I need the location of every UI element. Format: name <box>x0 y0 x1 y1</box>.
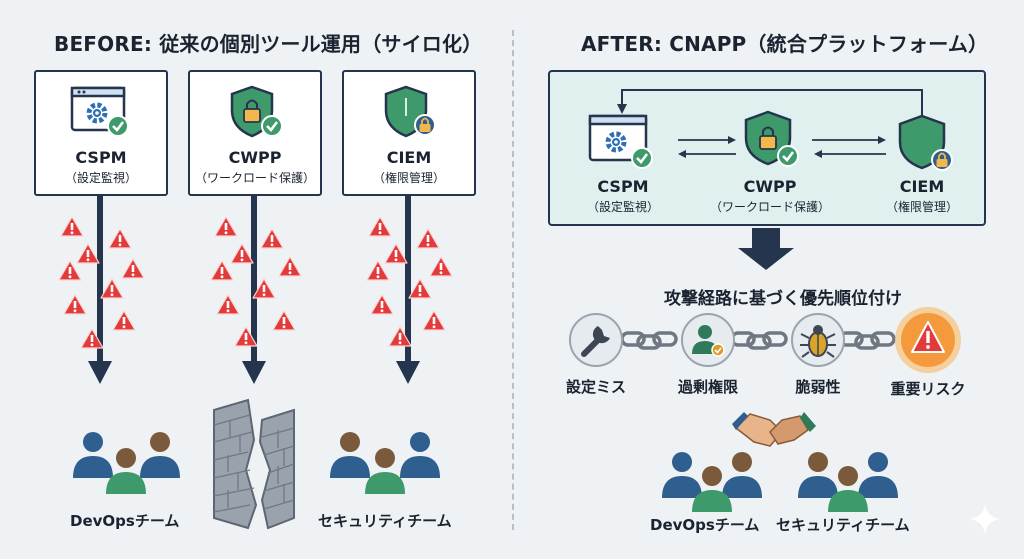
section-divider <box>512 30 514 530</box>
down-arrow <box>738 228 794 270</box>
security-team-icon <box>798 452 898 512</box>
before-tool-name: CSPM <box>75 148 127 167</box>
user-check-icon <box>681 313 735 367</box>
shield-lock-icon <box>384 85 436 138</box>
chain-label-vulnerability: 脆弱性 <box>795 378 841 396</box>
before-title: BEFORE: 従来の個別ツール運用（サイロ化） <box>54 32 483 56</box>
before-tool-card-cspm: CSPM （設定監視） <box>34 70 168 196</box>
after-title: AFTER: CNAPP（統合プラットフォーム） <box>581 32 989 56</box>
warning-icon <box>272 310 296 331</box>
chain-link <box>620 331 896 350</box>
platform-tool-sub: （設定監視） <box>586 200 659 214</box>
platform-tool-sub: （ワークロード保護） <box>709 200 830 214</box>
warning-icon <box>58 260 82 281</box>
warning-icon <box>429 256 453 277</box>
sparkle-icon <box>970 504 1000 534</box>
cnapp-platform-box: CSPM （設定監視） CWPP （ワークロード保護） CIEM （権限管理） <box>548 70 986 226</box>
platform-tool-ciem: CIEM （権限管理） <box>847 177 997 215</box>
warning-icon <box>260 228 284 249</box>
before-devops-label: DevOpsチーム <box>70 512 180 530</box>
security-team-icon <box>330 432 440 494</box>
shield-lock-check-icon <box>744 110 799 167</box>
down-arrow <box>396 196 420 384</box>
handshake-icon <box>732 412 816 447</box>
gear-check-icon <box>588 114 653 169</box>
priority-label: 攻撃経路に基づく優先順位付け <box>664 289 902 309</box>
warning-icon <box>416 228 440 249</box>
platform-tool-cspm: CSPM （設定監視） <box>548 177 698 215</box>
before-tool-sub: （ワークロード保護） <box>194 171 315 185</box>
silo-arrows-layer <box>58 196 453 530</box>
warning-icon <box>408 278 432 299</box>
before-tool-sub: （設定監視） <box>64 171 137 185</box>
devops-team-icon <box>662 452 762 512</box>
warning-icon <box>100 278 124 299</box>
before-tool-name: CIEM <box>386 148 432 167</box>
after-security-label: セキュリティチーム <box>776 516 910 534</box>
warning-icon <box>366 260 390 281</box>
gear-check-icon <box>70 86 129 137</box>
chain-label-misconfig: 設定ミス <box>565 378 626 396</box>
before-security-label: セキュリティチーム <box>318 512 452 530</box>
warning-icon <box>278 256 302 277</box>
warning-icon <box>230 243 254 264</box>
down-arrow <box>242 196 266 384</box>
warning-icon <box>370 294 394 315</box>
after-devops-label: DevOpsチーム <box>650 516 760 534</box>
wrench-icon <box>569 313 623 367</box>
before-tool-card-ciem: CIEM （権限管理） <box>342 70 476 196</box>
warning-icon <box>63 294 87 315</box>
bug-icon <box>791 313 845 367</box>
warning-icon <box>422 310 446 331</box>
platform-tool-name: CWPP <box>743 177 797 196</box>
warning-icon <box>384 243 408 264</box>
warning-icon <box>368 216 392 237</box>
warning-icon <box>112 310 136 331</box>
shield-lock-check-icon <box>230 85 283 138</box>
before-tool-name: CWPP <box>228 148 282 167</box>
warning-icon <box>214 216 238 237</box>
before-tool-sub: （権限管理） <box>372 171 445 185</box>
platform-tool-cwpp: CWPP （ワークロード保護） <box>695 177 845 215</box>
after-graphics-layer <box>569 228 961 512</box>
warning-icon <box>895 307 961 373</box>
warning-icon <box>216 294 240 315</box>
platform-tool-name: CIEM <box>899 177 945 196</box>
platform-tool-sub: （権限管理） <box>885 200 958 214</box>
warning-icon <box>121 258 145 279</box>
warning-icon <box>60 216 84 237</box>
devops-team-icon <box>73 432 180 494</box>
platform-icons-layer <box>588 89 953 171</box>
platform-tool-name: CSPM <box>597 177 649 196</box>
broken-wall-icon <box>213 398 295 530</box>
warning-icon <box>76 243 100 264</box>
warning-icon <box>108 228 132 249</box>
down-arrow <box>88 196 112 384</box>
shield-lock-icon <box>898 114 953 171</box>
chain-label-excess-privilege: 過剰権限 <box>677 378 738 396</box>
warning-icon <box>210 260 234 281</box>
chain-label-critical-risk: 重要リスク <box>890 380 966 398</box>
before-tool-card-cwpp: CWPP （ワークロード保護） <box>188 70 322 196</box>
